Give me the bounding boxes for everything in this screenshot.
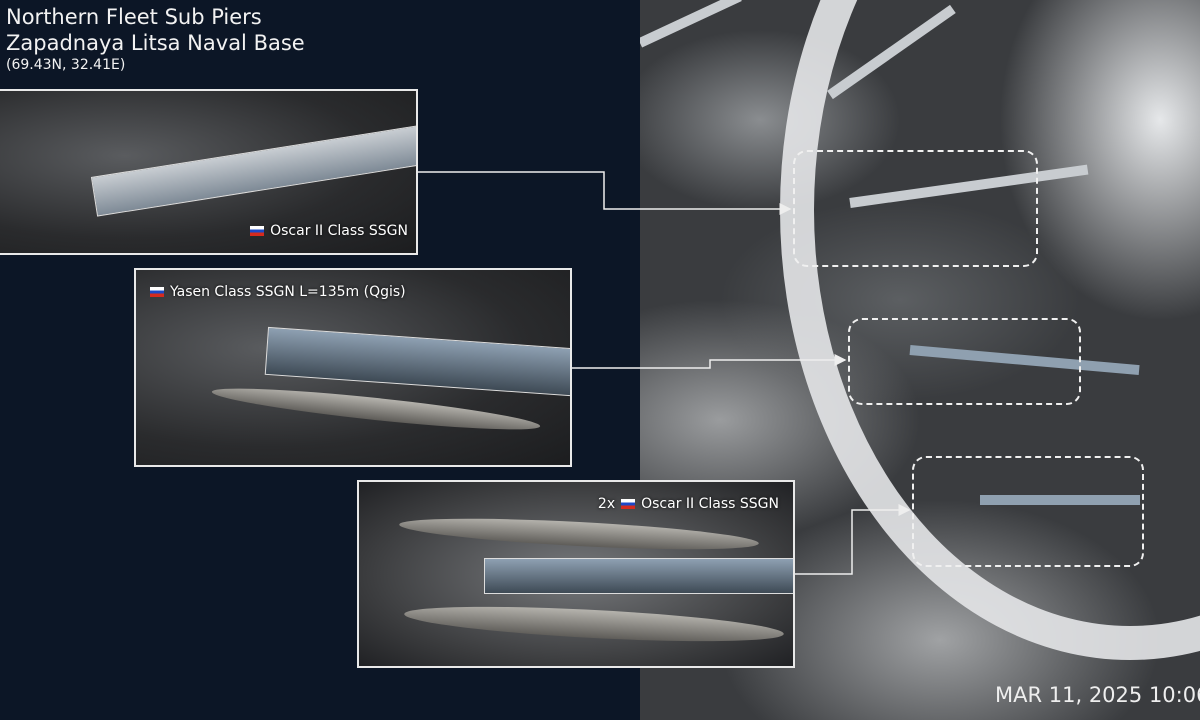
highlight-box-yasen bbox=[848, 318, 1081, 405]
inset-label-text: Oscar II Class SSGN bbox=[270, 223, 408, 239]
connector-arrow bbox=[572, 354, 847, 369]
inset-label-text: Yasen Class SSGN L=135m (Qgis) bbox=[170, 284, 406, 300]
connector-arrow bbox=[418, 171, 792, 215]
russia-flag-icon bbox=[621, 499, 636, 509]
inset-label: Yasen Class SSGN L=135m (Qgis) bbox=[150, 284, 406, 300]
russia-flag-icon bbox=[150, 287, 164, 297]
satellite-image bbox=[640, 0, 1200, 720]
count-prefix: 2x bbox=[597, 496, 616, 512]
inset-label: 2x Oscar II Class SSGN bbox=[598, 496, 779, 512]
inset-oscar-2: 2x Oscar II Class SSGN bbox=[357, 480, 795, 668]
pier bbox=[980, 495, 1140, 505]
inset-yasen: Yasen Class SSGN L=135m (Qgis) bbox=[134, 268, 572, 467]
coordinates: (69.43N, 32.41E) bbox=[6, 57, 126, 73]
highlight-box-oscar-2 bbox=[912, 456, 1144, 567]
highlight-box-oscar-1 bbox=[793, 150, 1038, 267]
pier bbox=[484, 558, 793, 594]
inset-oscar-1: Oscar II Class SSGN bbox=[0, 89, 418, 255]
inset-label-text: Oscar II Class SSGN bbox=[641, 496, 779, 512]
title-line1: Northern Fleet Sub Piers bbox=[6, 5, 262, 29]
title-line2: Zapadnaya Litsa Naval Base bbox=[6, 31, 305, 55]
title-block: Northern Fleet Sub Piers Zapadnaya Litsa… bbox=[6, 4, 305, 74]
capture-timestamp: MAR 11, 2025 10:06:0 bbox=[995, 683, 1200, 707]
connector-arrow bbox=[795, 504, 911, 575]
russia-flag-icon bbox=[250, 226, 265, 236]
inset-label: Oscar II Class SSGN bbox=[250, 223, 408, 239]
